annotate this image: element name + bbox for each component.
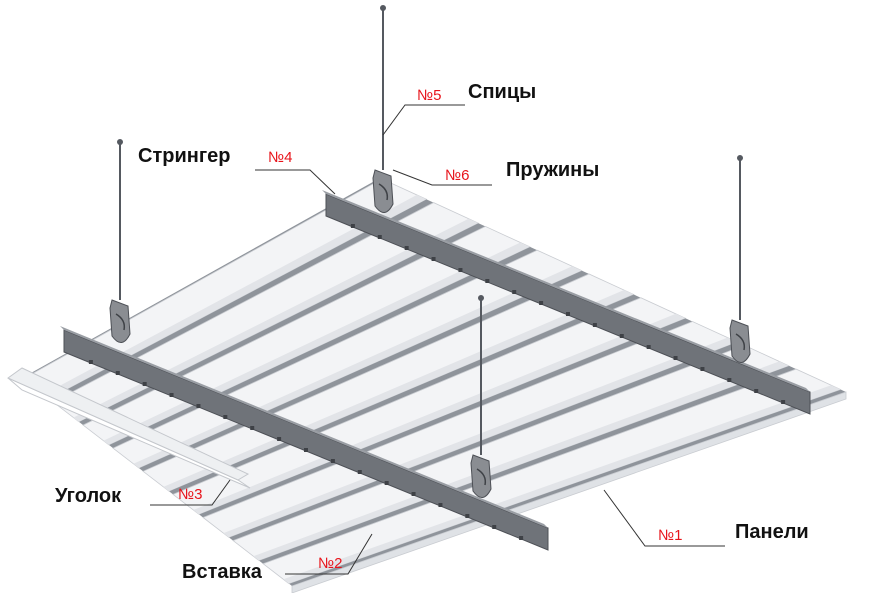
callout-number-stringer: №4: [268, 149, 292, 166]
stringer-front-tooth: [277, 437, 282, 441]
wall-corner-angle: [6, 367, 251, 489]
panel-bevel: [253, 361, 789, 561]
leader-springs: [392, 169, 492, 186]
stringer-back-tooth: [700, 367, 705, 371]
stringer-back-tooth: [458, 268, 463, 272]
stringer-front-tooth: [519, 536, 524, 540]
spring: [109, 299, 131, 343]
callout-label-stringer: Стрингер: [138, 145, 231, 167]
leader-corner: [150, 479, 231, 506]
stringer-front-tooth: [492, 525, 497, 529]
stringer-back-tooth: [404, 246, 409, 250]
leader-rods: [382, 104, 465, 136]
stringer-back-tooth: [646, 345, 651, 349]
stringer-front-tooth: [330, 459, 335, 463]
rod-cap: [478, 295, 484, 301]
spring-loop: [735, 333, 746, 351]
callout-number-panels: №1: [658, 527, 682, 544]
stringer-front-tooth: [142, 382, 147, 386]
leader-stringer: [255, 169, 336, 195]
stringer-front-face: [63, 329, 549, 551]
stringer-front-tooth: [465, 514, 470, 518]
stringer-front-tooth: [357, 470, 362, 474]
callout-label-corner: Уголок: [55, 485, 122, 507]
leader-panels: [603, 489, 725, 547]
spring: [470, 454, 492, 498]
stringer-back-tooth: [619, 334, 624, 338]
stringer-back-tooth: [673, 356, 678, 360]
rod-cap: [380, 5, 386, 11]
callout-number-insert: №2: [318, 555, 342, 572]
spring-loop: [115, 313, 126, 331]
ceiling-panels: [22, 178, 847, 593]
stringer-front-tooth: [384, 481, 389, 485]
stringer-front-tooth: [411, 492, 416, 496]
callout-label-insert: Вставка: [182, 561, 263, 583]
panel-bevel: [193, 313, 686, 515]
spring: [729, 319, 751, 363]
callout-number-rods: №5: [417, 87, 441, 104]
stringer-front-tooth: [438, 503, 443, 507]
stringer-back-tooth: [377, 235, 382, 239]
stringer-back-tooth: [431, 257, 436, 261]
stringer-front-tooth: [250, 426, 255, 430]
spring-loop: [378, 183, 389, 201]
stringer-back-tooth: [512, 290, 517, 294]
callout-number-springs: №6: [445, 167, 469, 184]
stringer-front-tooth: [196, 404, 201, 408]
stringer-back-tooth: [592, 323, 597, 327]
panel-bevel: [283, 385, 841, 584]
angle-top: [6, 367, 250, 481]
leader-insert: [285, 533, 373, 575]
stringer-back-tooth: [539, 301, 544, 305]
stringer-front-top: [60, 326, 548, 528]
stringers: [60, 190, 811, 551]
stringer-front-tooth: [169, 393, 174, 397]
stringer-front-tooth: [304, 448, 308, 452]
stringer-back-tooth: [350, 224, 355, 228]
callout-number-corner: №3: [178, 486, 202, 503]
stringer-front-tooth: [115, 371, 120, 375]
stringer-back-tooth: [485, 279, 490, 283]
panel-front-lip: [291, 391, 847, 593]
callout-label-panels: Панели: [735, 521, 809, 543]
stringer-front-tooth: [88, 360, 93, 364]
rod-cap: [737, 155, 743, 161]
stringer-back-top: [322, 190, 810, 392]
stringer-front-tooth: [223, 415, 228, 419]
stringer-back-tooth: [781, 400, 786, 404]
callout-label-rods: Спицы: [468, 81, 536, 103]
callouts: №1 Панели №2 Вставка №3 Уголок №4 Стрингер №5 Спи…: [55, 81, 809, 583]
stringer-back-tooth: [566, 312, 570, 316]
panel-bevel: [73, 218, 479, 422]
callout-label-springs: Пружины: [506, 159, 599, 181]
stringer-back-tooth: [727, 378, 732, 382]
panel-bevel: [43, 194, 427, 399]
stringer-back-tooth: [754, 389, 759, 393]
hangers: [109, 5, 751, 498]
spring-loop: [476, 468, 487, 486]
rod-cap: [117, 139, 123, 145]
spring: [372, 169, 394, 213]
